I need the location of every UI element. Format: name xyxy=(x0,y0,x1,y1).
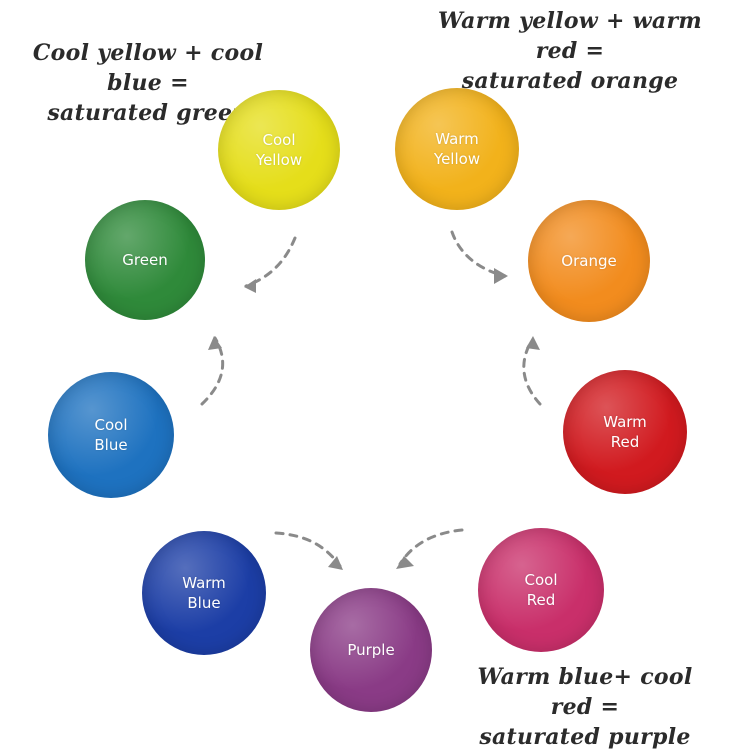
swatch-label: Warm Yellow xyxy=(433,130,481,168)
swatch-label: Cool Yellow xyxy=(255,131,303,169)
note-line: saturated orange xyxy=(461,68,679,94)
arrow-head-orange xyxy=(494,268,508,284)
note-line: Warm yellow + warm red = xyxy=(438,8,702,64)
note-line: Cool yellow + cool blue = xyxy=(32,40,264,96)
swatch-cool-blue: Cool Blue xyxy=(48,372,174,498)
swatch-green: Green xyxy=(85,200,205,320)
arrow-head-purple xyxy=(328,556,343,570)
swatch-cool-yellow: Cool Yellow xyxy=(218,90,340,210)
swatch-purple: Purple xyxy=(310,588,432,712)
note-line: saturated green xyxy=(47,100,249,126)
swatch-label: Warm Blue xyxy=(182,574,226,612)
note-saturated-purple: Warm blue+ cool red = saturated purple xyxy=(455,662,715,752)
arrow-head-purple-2 xyxy=(396,556,414,569)
arrow-to-green-from-blue xyxy=(200,336,225,406)
note-line: Warm blue+ cool red = xyxy=(477,664,693,720)
arrow-to-orange xyxy=(450,230,507,278)
swatch-label: Warm Red xyxy=(603,413,647,451)
note-line: saturated purple xyxy=(479,724,691,750)
arrow-head-green-2 xyxy=(208,336,222,350)
swatch-warm-red: Warm Red xyxy=(563,370,687,494)
swatch-label: Cool Blue xyxy=(94,416,128,454)
swatch-cool-red: Cool Red xyxy=(478,528,604,652)
arrow-to-green xyxy=(244,236,297,288)
arrow-to-purple-from-cool-red xyxy=(398,528,464,566)
note-saturated-orange: Warm yellow + warm red = saturated orang… xyxy=(420,6,720,96)
swatch-orange: Orange xyxy=(528,200,650,322)
arrow-head-green xyxy=(244,279,256,293)
note-saturated-green: Cool yellow + cool blue = saturated gree… xyxy=(8,38,288,128)
swatch-label: Purple xyxy=(347,641,395,659)
swatch-warm-yellow: Warm Yellow xyxy=(395,88,519,210)
swatch-label: Cool Red xyxy=(524,571,558,609)
arrow-head-orange-2 xyxy=(526,336,540,350)
swatch-label: Green xyxy=(122,251,168,269)
swatch-label: Orange xyxy=(561,252,617,270)
arrow-to-purple-from-warm-blue xyxy=(274,531,342,568)
swatch-warm-blue: Warm Blue xyxy=(142,531,266,655)
